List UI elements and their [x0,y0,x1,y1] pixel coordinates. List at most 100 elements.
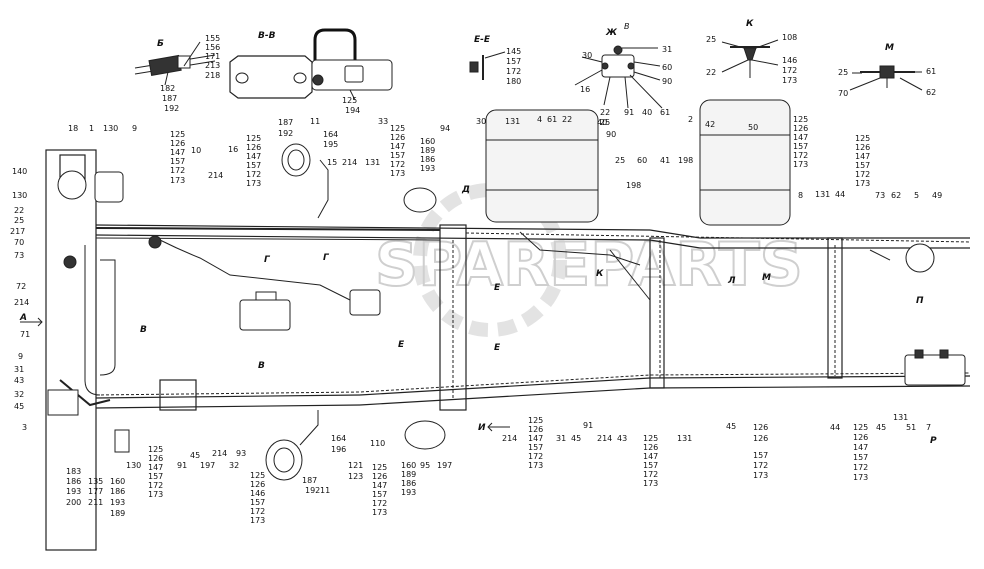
callout-label: 147 [372,481,387,490]
callout-label: 44 [835,190,845,199]
callout-label: 173 [793,160,808,169]
callout-label: 160 [110,477,125,486]
callout-label: 186 [66,477,81,486]
callout-label: 126 [170,139,185,148]
callout-label: 147 [528,434,543,443]
callout-label: 9 [18,352,23,361]
callout-label: 125 [855,134,870,143]
callout-label: 177 [88,487,103,496]
callout-label: Д [461,185,470,195]
callout-label: 123 [348,472,363,481]
callout-label: 125 [390,124,405,133]
callout-label: 172 [643,470,658,479]
callout-label: 73 [14,251,24,260]
callout-label: 172 [390,160,405,169]
callout-label: 182 [160,84,175,93]
callout-label: 173 [528,461,543,470]
callout-label: 157 [853,453,868,462]
callout-label: 4 [537,115,542,124]
section-ee-label: Е-Е [474,35,491,45]
callout-label: 43 [14,376,24,385]
callout-label: 126 [372,472,387,481]
callout-label: 172 [148,481,163,490]
trailer-coupling-icon [904,354,966,386]
callout-label: 22 [600,108,610,117]
callout-label: 61 [926,67,936,76]
callout-label: 172 [855,170,870,179]
section-vv-label: В-В [258,31,276,41]
air-receiver-1-icon [485,109,599,223]
callout-label: 173 [855,179,870,188]
callout-label: 62 [891,191,901,200]
callout-label: 125 [643,434,658,443]
watermark-text: SPAREPARTS [375,230,803,300]
callout-label: 9 [132,124,137,133]
callout-label: 8 [798,191,803,200]
callout-label: 110 [370,439,385,448]
callout-label: 125 [342,96,357,105]
callout-label: 25 [600,118,610,127]
callout-label: 90 [662,77,672,86]
callout-label: 197 [437,461,452,470]
callout-label: 157 [753,451,768,460]
callout-label: 45 [876,423,886,432]
callout-label: 217 [10,227,25,236]
detail-m: М 25 70 61 62 [838,43,936,98]
relay-valve-icon [349,289,381,316]
air-lines [59,159,971,446]
callout-label: 60 [662,63,672,72]
callout-label: 193 [110,498,125,507]
callout-label: 157 [643,461,658,470]
callout-label: 61 [660,108,670,117]
brake-valve-icon [239,299,291,331]
callout-label: 147 [855,152,870,161]
callout-label: 157 [855,161,870,170]
callout-label: 164 [323,130,338,139]
check-valve-icon [743,47,757,61]
callout-label: 108 [782,33,797,42]
crossmember-4 [827,237,843,379]
callout-label: Е [398,340,405,350]
callout-label: 72 [16,282,26,291]
pressure-switch-icon [114,429,130,453]
callout-label: 126 [528,425,543,434]
section-zh-label: Ж [605,28,618,38]
callout-label: 126 [643,443,658,452]
callout-label: Е [494,283,501,293]
callout-label: 213 [205,61,220,70]
callout-label: 126 [148,454,163,463]
callout-label: 196 [331,445,346,454]
section-vv: В-В 125 194 [229,28,393,115]
callout-label: 155 [205,34,220,43]
callout-label: 145 [506,47,521,56]
callout-label: 173 [372,508,387,517]
callout-label: 214 [14,298,29,307]
callout-label: 187 [162,94,177,103]
callout-label: 146 [782,56,797,65]
callout-label: 214 [208,171,223,180]
callout-label: 173 [643,479,658,488]
callout-label: А [19,313,27,323]
tee-m-icon [879,65,895,79]
callout-label: 15 [327,158,337,167]
rear-relay-valve-icon [905,243,935,273]
callout-label: 173 [250,516,265,525]
callout-label: 189 [420,146,435,155]
callout-label: 90 [606,130,616,139]
callout-label: 126 [753,423,768,432]
callout-label: 214 [502,434,517,443]
callout-label: 193 [66,487,81,496]
callout-label: 125 [250,471,265,480]
callout-label: 40 [642,108,652,117]
callout-label: Е [494,343,501,353]
callout-label: 45 [14,402,24,411]
callout-label: 126 [753,434,768,443]
callout-label: 147 [148,463,163,472]
callout-label: 131 [365,158,380,167]
callout-label: 197 [200,461,215,470]
components: А В В Г Г Е Е Е К Л М П Р И Д [19,99,966,481]
callout-label: 173 [782,76,797,85]
detail-zh: Ж В 30 16 31 60 90 22 25 91 40 61 [574,22,672,127]
callout-label: 187 [302,476,317,485]
